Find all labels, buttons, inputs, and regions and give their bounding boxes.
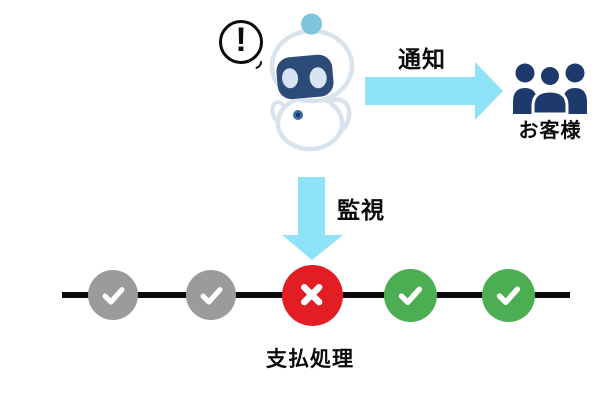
timeline-step-1 xyxy=(88,270,138,320)
check-icon xyxy=(200,286,222,305)
timeline-step-4 xyxy=(383,268,437,322)
customers-icon xyxy=(513,63,587,114)
timeline-step-5 xyxy=(481,268,535,322)
timeline-step-2 xyxy=(186,270,236,320)
timeline-step-3 xyxy=(281,264,343,326)
x-icon xyxy=(301,284,323,306)
robot-mascot-icon xyxy=(269,13,355,152)
process-label: 支払処理 xyxy=(266,348,354,371)
notify-label: 通知 xyxy=(398,46,446,72)
check-icon xyxy=(496,286,520,305)
check-icon xyxy=(398,286,422,305)
alert-bubble xyxy=(219,20,263,64)
alert-exclamation-icon: ! xyxy=(235,21,247,59)
monitor-arrow-icon xyxy=(282,177,343,260)
check-icon xyxy=(102,286,124,305)
notify-arrow-icon xyxy=(365,62,503,120)
monitor-label: 監視 xyxy=(337,197,385,223)
customers-label: お客様 xyxy=(518,120,582,142)
